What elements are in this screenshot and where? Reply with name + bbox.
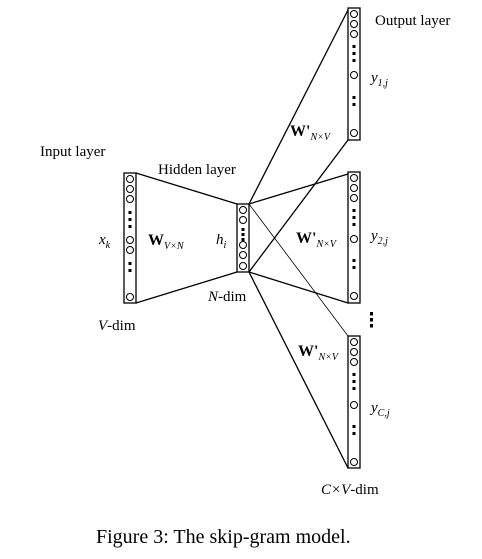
hidden-outputc-bottom-line <box>248 271 349 469</box>
input-variable-label: xk <box>99 232 111 251</box>
input-node <box>126 175 134 183</box>
figure-caption: Figure 3: The skip-gram model. <box>96 526 351 548</box>
n-dim-label: N-dim <box>208 289 247 305</box>
output-1-ellipsis <box>352 52 356 55</box>
hidden-output1-top-line <box>248 9 349 205</box>
hidden-variable-label: hi <box>216 232 227 251</box>
output-2-variable-label: y2,j <box>371 228 388 247</box>
output-c-ellipsis <box>352 373 356 376</box>
cv-dim-label: C×V-dim <box>321 482 379 498</box>
input-ellipsis <box>128 218 132 221</box>
panel-ellipsis <box>370 312 373 316</box>
hidden-node <box>239 251 247 259</box>
output-c-variable-label: yC,j <box>371 400 390 419</box>
output-2-ellipsis <box>352 259 356 262</box>
output-1-ellipsis <box>352 45 356 48</box>
output-1-node <box>350 20 358 28</box>
output-2-ellipsis <box>352 266 356 269</box>
output-c-node <box>350 338 358 346</box>
output-c-node <box>350 401 358 409</box>
output-2-node <box>350 292 358 300</box>
output-c-ellipsis <box>352 387 356 390</box>
output-weight-c-label: W'N×V <box>298 343 338 364</box>
hidden-output1-bottom-line <box>248 139 349 273</box>
output-1-node <box>350 129 358 137</box>
output-c-node <box>350 458 358 466</box>
panel-ellipsis <box>370 324 373 328</box>
input-node <box>126 236 134 244</box>
input-node <box>126 195 134 203</box>
output-2-ellipsis <box>352 209 356 212</box>
input-ellipsis <box>128 225 132 228</box>
output-1-ellipsis <box>352 103 356 106</box>
output-2-node <box>350 174 358 182</box>
output-1-ellipsis <box>352 96 356 99</box>
hidden-node <box>239 216 247 224</box>
output-1-ellipsis <box>352 59 356 62</box>
hidden-ellipsis <box>241 233 245 236</box>
hidden-node <box>239 262 247 270</box>
output-c-ellipsis <box>352 425 356 428</box>
input-hidden-top-line <box>135 172 238 205</box>
output-1-node <box>350 30 358 38</box>
hidden-outputc-top-line <box>248 203 349 337</box>
output-weight-1-label: W'N×V <box>290 123 330 144</box>
input-hidden-bottom-line <box>135 271 238 304</box>
output-2-node <box>350 235 358 243</box>
panel-ellipsis <box>370 318 373 322</box>
output-2-ellipsis <box>352 223 356 226</box>
output-c-ellipsis <box>352 380 356 383</box>
hidden-ellipsis <box>241 238 245 241</box>
input-node <box>126 246 134 254</box>
hidden-node <box>239 241 247 249</box>
input-ellipsis <box>128 262 132 265</box>
hidden-output2-bottom-line <box>248 271 349 304</box>
input-ellipsis <box>128 211 132 214</box>
input-layer-label: Input layer <box>40 144 106 160</box>
output-c-ellipsis <box>352 432 356 435</box>
output-1-node <box>350 10 358 18</box>
output-c-node <box>350 358 358 366</box>
output-1-node <box>350 71 358 79</box>
hidden-output2-top-line <box>248 173 349 205</box>
output-2-node <box>350 184 358 192</box>
input-ellipsis <box>128 269 132 272</box>
input-node <box>126 185 134 193</box>
output-c-node <box>350 348 358 356</box>
hidden-layer-label: Hidden layer <box>158 162 236 178</box>
input-weight-label: WV×N <box>148 232 184 253</box>
output-weight-2-label: W'N×V <box>296 230 336 251</box>
hidden-ellipsis <box>241 228 245 231</box>
output-2-ellipsis <box>352 216 356 219</box>
input-node <box>126 293 134 301</box>
v-dim-label: V-dim <box>98 318 136 334</box>
output-1-variable-label: y1,j <box>371 70 388 89</box>
output-2-node <box>350 194 358 202</box>
output-layer-label: Output layer <box>375 13 451 29</box>
hidden-node <box>239 206 247 214</box>
